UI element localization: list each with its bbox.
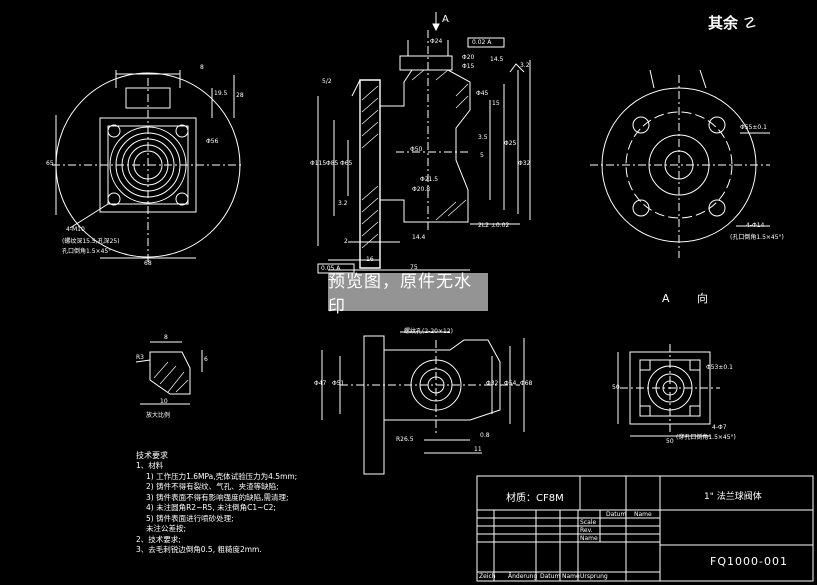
footer-zeich: Zeich xyxy=(479,573,496,580)
dim-square-width: 50 xyxy=(666,438,674,445)
right-flange-view xyxy=(590,69,770,258)
header-datum: Datum xyxy=(606,511,627,518)
dim-detail-6: 6 xyxy=(204,356,208,363)
dim-detail-10: 10 xyxy=(160,398,168,405)
dim-width-68: 68 xyxy=(144,260,152,267)
dim-16: 16 xyxy=(366,256,374,263)
dim-3-5: 3.5 xyxy=(478,134,488,141)
corner-note-text: 其余 xyxy=(708,14,739,32)
dim-75: 75 xyxy=(410,264,418,271)
dim-5: 5 xyxy=(480,152,484,159)
watermark-banner: 预览图，原件无水印 xyxy=(328,272,488,317)
dim-3-2-top: 3.2 xyxy=(520,62,530,69)
dim-2l2: 2L2 ±0.02 xyxy=(478,222,510,229)
dim-phi24: Φ24 xyxy=(430,38,443,45)
drawing-number: FQ1000-001 xyxy=(710,555,788,568)
notes-list: 1、材料 1) 工作压力1.6MPa,壳体试验压力为4.5mm; 2) 铸件不得… xyxy=(136,461,297,556)
view-label: A 向 xyxy=(662,292,721,305)
detail-scale-label: 放大比例 xyxy=(146,412,171,419)
dim-phi56: Φ56 xyxy=(206,138,219,145)
dim-detail-r3: R3 xyxy=(136,354,144,361)
dim-phi15: Φ15 xyxy=(462,63,475,70)
note-item: 1) 工作压力1.6MPa,壳体试验压力为4.5mm; xyxy=(146,471,298,481)
dim-phi25: Φ25 xyxy=(504,140,517,147)
dim-4-phi7: 4-Φ7 xyxy=(712,424,727,431)
note-item: 1、材料 xyxy=(136,461,164,470)
corner-note: 其余 ☡ xyxy=(708,12,757,33)
tol-frame-top: 0.02 A xyxy=(472,39,492,46)
dim-8: 8 xyxy=(200,64,204,71)
dim-r26-5: R26.5 xyxy=(396,436,414,443)
note-item: 3) 铸件表面不得有影响强度的缺陷,需清理; xyxy=(146,492,289,502)
dim-11: 11 xyxy=(474,446,482,453)
dim-5-2: 5/2 xyxy=(322,78,332,85)
part-name: 1" 法兰球阀体 xyxy=(704,492,762,502)
footer-datum: Datum xyxy=(540,573,561,580)
detail-view xyxy=(135,341,203,405)
dim-phi54: Φ54 xyxy=(504,380,517,387)
row-rev: Rev. xyxy=(580,527,593,534)
dim-phi20: Φ20 xyxy=(462,54,475,61)
dim-65: 65 xyxy=(46,160,54,167)
dim-detail-8: 8 xyxy=(164,334,168,341)
dim-phi50: Φ50 xyxy=(410,146,423,153)
footer-ursprung: Ursprung xyxy=(580,573,608,580)
dim-thread-depth: (螺纹深15.5,孔深25) xyxy=(62,238,120,245)
title-block xyxy=(476,475,814,582)
left-top-view xyxy=(52,70,244,262)
header-name: Name xyxy=(634,511,652,518)
dim-phi51: Φ51 xyxy=(332,380,345,387)
dim-phi32-lower: Φ32 xyxy=(486,380,499,387)
material-label: 材质：CF8M xyxy=(506,493,564,504)
dim-phi20-8: Φ20.8 xyxy=(412,186,431,193)
dim-0-8: 0.8 xyxy=(480,432,490,439)
footer-name: Name xyxy=(562,573,580,580)
notes-title: 技术要求 xyxy=(136,451,168,460)
dim-28: 28 xyxy=(236,92,244,99)
dim-phi55: Φ55±0.1 xyxy=(740,124,767,131)
note-item: 2) 铸件不得有裂纹、气孔、夹渣等缺陷; xyxy=(146,482,279,491)
note-item: 3、去毛刺锐边倒角0.5, 粗糙度2mm. xyxy=(136,545,262,554)
dim-phi65: Φ65 xyxy=(340,160,353,167)
dim-15: 15 xyxy=(492,100,500,107)
footer-aenderung: Änderung xyxy=(508,573,538,580)
dim-phi68: Φ68 xyxy=(520,380,533,387)
dim-2: 2 xyxy=(344,238,348,245)
dim-chamfer: 孔口倒角1.5×45° xyxy=(62,248,112,255)
row-name: Name xyxy=(580,535,598,542)
dim-thread: 4-M10 xyxy=(66,226,85,233)
square-view xyxy=(617,344,720,437)
dim-19-5: 19.5 xyxy=(214,90,228,97)
dim-4-phi14: 4-Φ14 xyxy=(746,222,765,229)
dim-square-height: 50 xyxy=(612,384,620,391)
tol-frame-bottom: 0.05 A xyxy=(321,265,341,272)
dim-3-2-left: 3.2 xyxy=(338,200,348,207)
note-item: 4) 未注圆角R2~R5, 未注倒角C1~C2; xyxy=(146,503,276,512)
dim-square-chamfer: (穿孔口倒角1.5×45°) xyxy=(676,434,736,441)
main-section-view xyxy=(317,12,531,274)
dim-phi115: Φ115 xyxy=(310,160,327,167)
dim-thread-hole: 螺纹孔(2-20×12) xyxy=(404,328,453,335)
row-scale: Scale xyxy=(580,519,597,526)
dim-phi47: Φ47 xyxy=(314,380,327,387)
dim-14-5: 14.5 xyxy=(490,56,504,63)
dim-phi53: Φ53±0.1 xyxy=(706,364,733,371)
note-item: 5) 铸件表面进行喷砂处理; xyxy=(146,513,234,523)
arrow-label: A xyxy=(442,14,449,25)
note-item: 2、技术要求; xyxy=(136,534,181,544)
dim-phi21-5: Φ21.5 xyxy=(420,176,439,183)
roughness-symbol-icon: ☡ xyxy=(743,14,757,32)
dim-14-4: 14.4 xyxy=(412,234,426,241)
dim-phi45: Φ45 xyxy=(476,90,489,97)
lower-section-view xyxy=(321,331,525,475)
dim-phi32: Φ32 xyxy=(518,160,531,167)
dim-phi85: Φ85 xyxy=(326,160,339,167)
dim-right-chamfer: (孔口倒角1.5×45°) xyxy=(730,234,784,241)
note-item: 未注公差按; xyxy=(146,524,187,533)
